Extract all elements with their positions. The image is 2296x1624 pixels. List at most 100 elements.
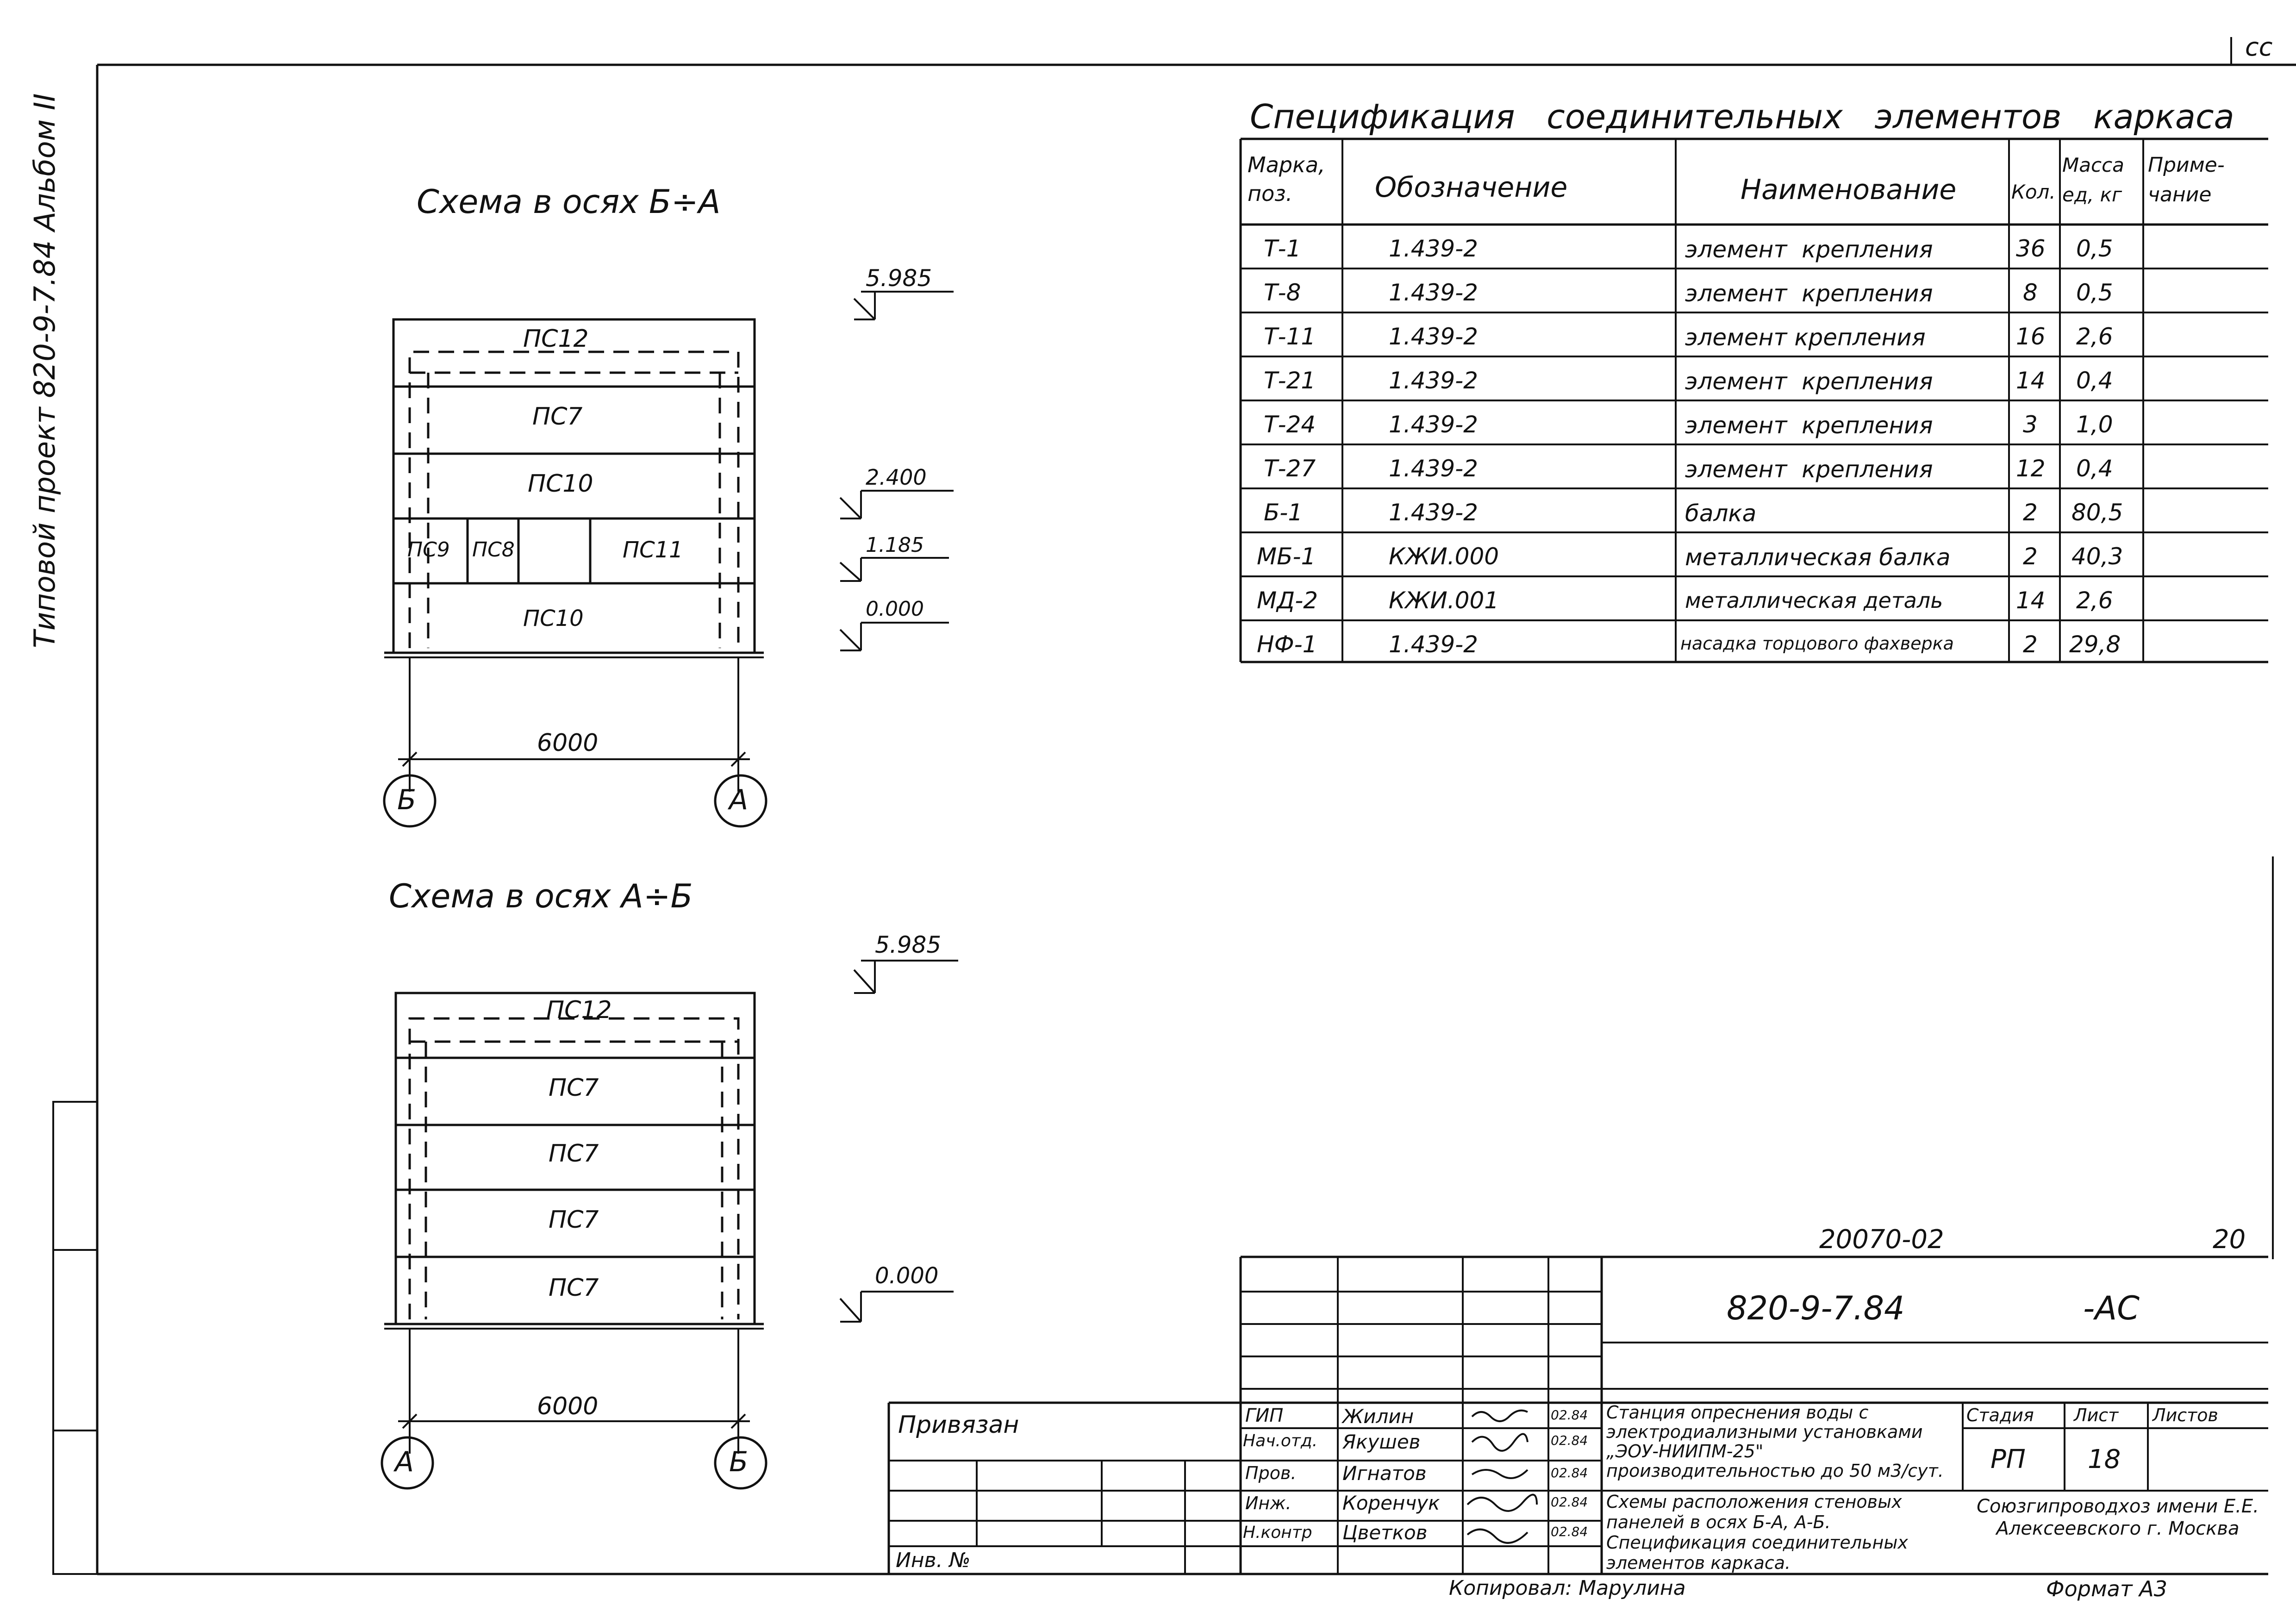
doc-suffix: -АС [2083, 1289, 2140, 1327]
person-name: Цветков [1342, 1521, 1428, 1544]
row-designation: 1.439-2 [1389, 631, 1478, 658]
row-mass: 0,5 [2076, 235, 2113, 262]
corner-mark: сс [2245, 32, 2273, 62]
person-name: Коренчук [1342, 1492, 1440, 1514]
role-label: ГИП [1245, 1405, 1284, 1426]
row-qty: 14 [2016, 367, 2046, 394]
role-label: Пров. [1245, 1463, 1297, 1483]
scheme2-panel-ps7-a: ПС7 [549, 1074, 599, 1102]
stage-label: Стадия [1966, 1405, 2034, 1425]
organization: Союзгипроводхоз имени Е.Е. Алексеевского… [1977, 1496, 2259, 1539]
row-qty: 2 [2023, 631, 2038, 658]
row-name: элемент крепления [1685, 368, 1933, 395]
sheet-value: 18 [2088, 1444, 2121, 1474]
row-designation: 1.439-2 [1389, 455, 1478, 482]
row-designation: КЖИ.001 [1389, 587, 1499, 614]
spec-header-mark: Марка, поз. [1248, 152, 1325, 206]
spec-title: Спецификация соединительных элементов ка… [1250, 97, 2234, 136]
row-mass: 2,6 [2076, 587, 2113, 614]
scheme1-panel-ps10-upper: ПС10 [528, 470, 593, 498]
sheets-label: Листов [2152, 1405, 2218, 1425]
scheme2-axis-right: Б [729, 1446, 749, 1478]
person-name: Игнатов [1342, 1462, 1427, 1485]
scheme1-span-dimension: 6000 [537, 729, 599, 757]
row-mark: Т-27 [1264, 455, 1316, 482]
row-name: элемент крепления [1685, 236, 1933, 263]
doc-code: 820-9-7.84 [1727, 1289, 1905, 1327]
person-name: Якушев [1342, 1430, 1421, 1453]
row-name: элемент крепления [1685, 324, 1926, 351]
row-qty: 12 [2016, 455, 2046, 482]
scheme1-level-2400: 2.400 [866, 465, 927, 490]
row-designation: 1.439-2 [1389, 499, 1478, 526]
spec-header-qty: Кол. [2011, 181, 2056, 203]
row-qty: 36 [2016, 235, 2046, 262]
row-qty: 8 [2023, 279, 2038, 306]
sign-date: 02.84 [1551, 1524, 1588, 1539]
role-label: Инж. [1245, 1493, 1292, 1513]
spec-header-mass: Масса ед, кг [2062, 154, 2124, 206]
row-mass: 40,3 [2071, 543, 2123, 570]
scheme1-level-0000: 0.000 [866, 597, 924, 621]
scheme2-title: Схема в осях А÷Б [389, 877, 693, 915]
scheme1-axis-left: Б [397, 784, 417, 816]
scheme2-panel-ps7-b: ПС7 [549, 1140, 599, 1168]
scheme2-axis-left: А [395, 1446, 414, 1478]
row-name: балка [1685, 500, 1757, 527]
sign-date: 02.84 [1551, 1465, 1588, 1480]
row-qty: 16 [2016, 323, 2046, 350]
row-qty: 3 [2023, 411, 2038, 438]
spec-header-note: Приме- чание [2148, 153, 2225, 206]
row-mass: 0,4 [2076, 455, 2113, 482]
row-mass: 29,8 [2069, 631, 2121, 658]
row-name: насадка торцового фахверка [1680, 633, 1954, 654]
stage-value: РП [1990, 1444, 2026, 1474]
row-qty: 2 [2023, 543, 2038, 570]
row-name: элемент крепления [1685, 412, 1933, 439]
row-qty: 14 [2016, 587, 2046, 614]
row-mass: 0,5 [2076, 279, 2113, 306]
row-mark: Т-11 [1264, 323, 1316, 350]
project-title: Станция опреснения воды с электродиализн… [1606, 1402, 1944, 1481]
row-mark: Т-1 [1264, 235, 1301, 262]
row-mark: Б-1 [1264, 499, 1303, 526]
row-designation: КЖИ.000 [1389, 543, 1499, 570]
sign-date: 02.84 [1551, 1494, 1588, 1510]
scheme1-panel-ps8: ПС8 [472, 538, 515, 562]
privyazan-label: Привязан [898, 1411, 1019, 1439]
spec-header-name: Наименование [1741, 174, 1957, 206]
row-mark: Т-8 [1264, 279, 1301, 306]
scheme2-panel-ps7-c: ПС7 [549, 1206, 599, 1234]
scheme1-axis-right: А [729, 784, 749, 816]
scheme2-level-5985: 5.985 [875, 931, 942, 958]
copied-by: Копировал: Марулина [1449, 1576, 1686, 1600]
row-designation: 1.439-2 [1389, 411, 1478, 438]
row-designation: 1.439-2 [1389, 367, 1478, 394]
row-mass: 2,6 [2076, 323, 2113, 350]
inv-no-label: Инв. № [896, 1549, 971, 1572]
scheme2-level-0000: 0.000 [875, 1263, 939, 1289]
person-name: Жилин [1342, 1405, 1414, 1428]
row-mark: МД-2 [1257, 587, 1318, 614]
scheme2-panel-ps7-d: ПС7 [549, 1274, 599, 1302]
scheme1-panel-ps12: ПС12 [523, 325, 589, 353]
row-name: металлическая деталь [1685, 588, 1943, 613]
scheme1-panel-ps9: ПС9 [407, 538, 450, 562]
row-designation: 1.439-2 [1389, 235, 1478, 262]
row-name: металлическая балка [1685, 544, 1951, 571]
scheme1-title: Схема в осях Б÷А [417, 183, 721, 221]
row-mass: 1,0 [2076, 411, 2113, 438]
scheme2-span-dimension: 6000 [537, 1393, 599, 1420]
row-mark: НФ-1 [1257, 631, 1317, 658]
scheme1-panel-ps10-lower: ПС10 [523, 606, 584, 631]
sheet-label: Лист [2074, 1405, 2119, 1425]
row-mark: Т-24 [1264, 411, 1316, 438]
row-designation: 1.439-2 [1389, 323, 1478, 350]
scheme1-panel-ps11: ПС11 [623, 537, 683, 563]
row-mark: Т-21 [1264, 367, 1316, 394]
